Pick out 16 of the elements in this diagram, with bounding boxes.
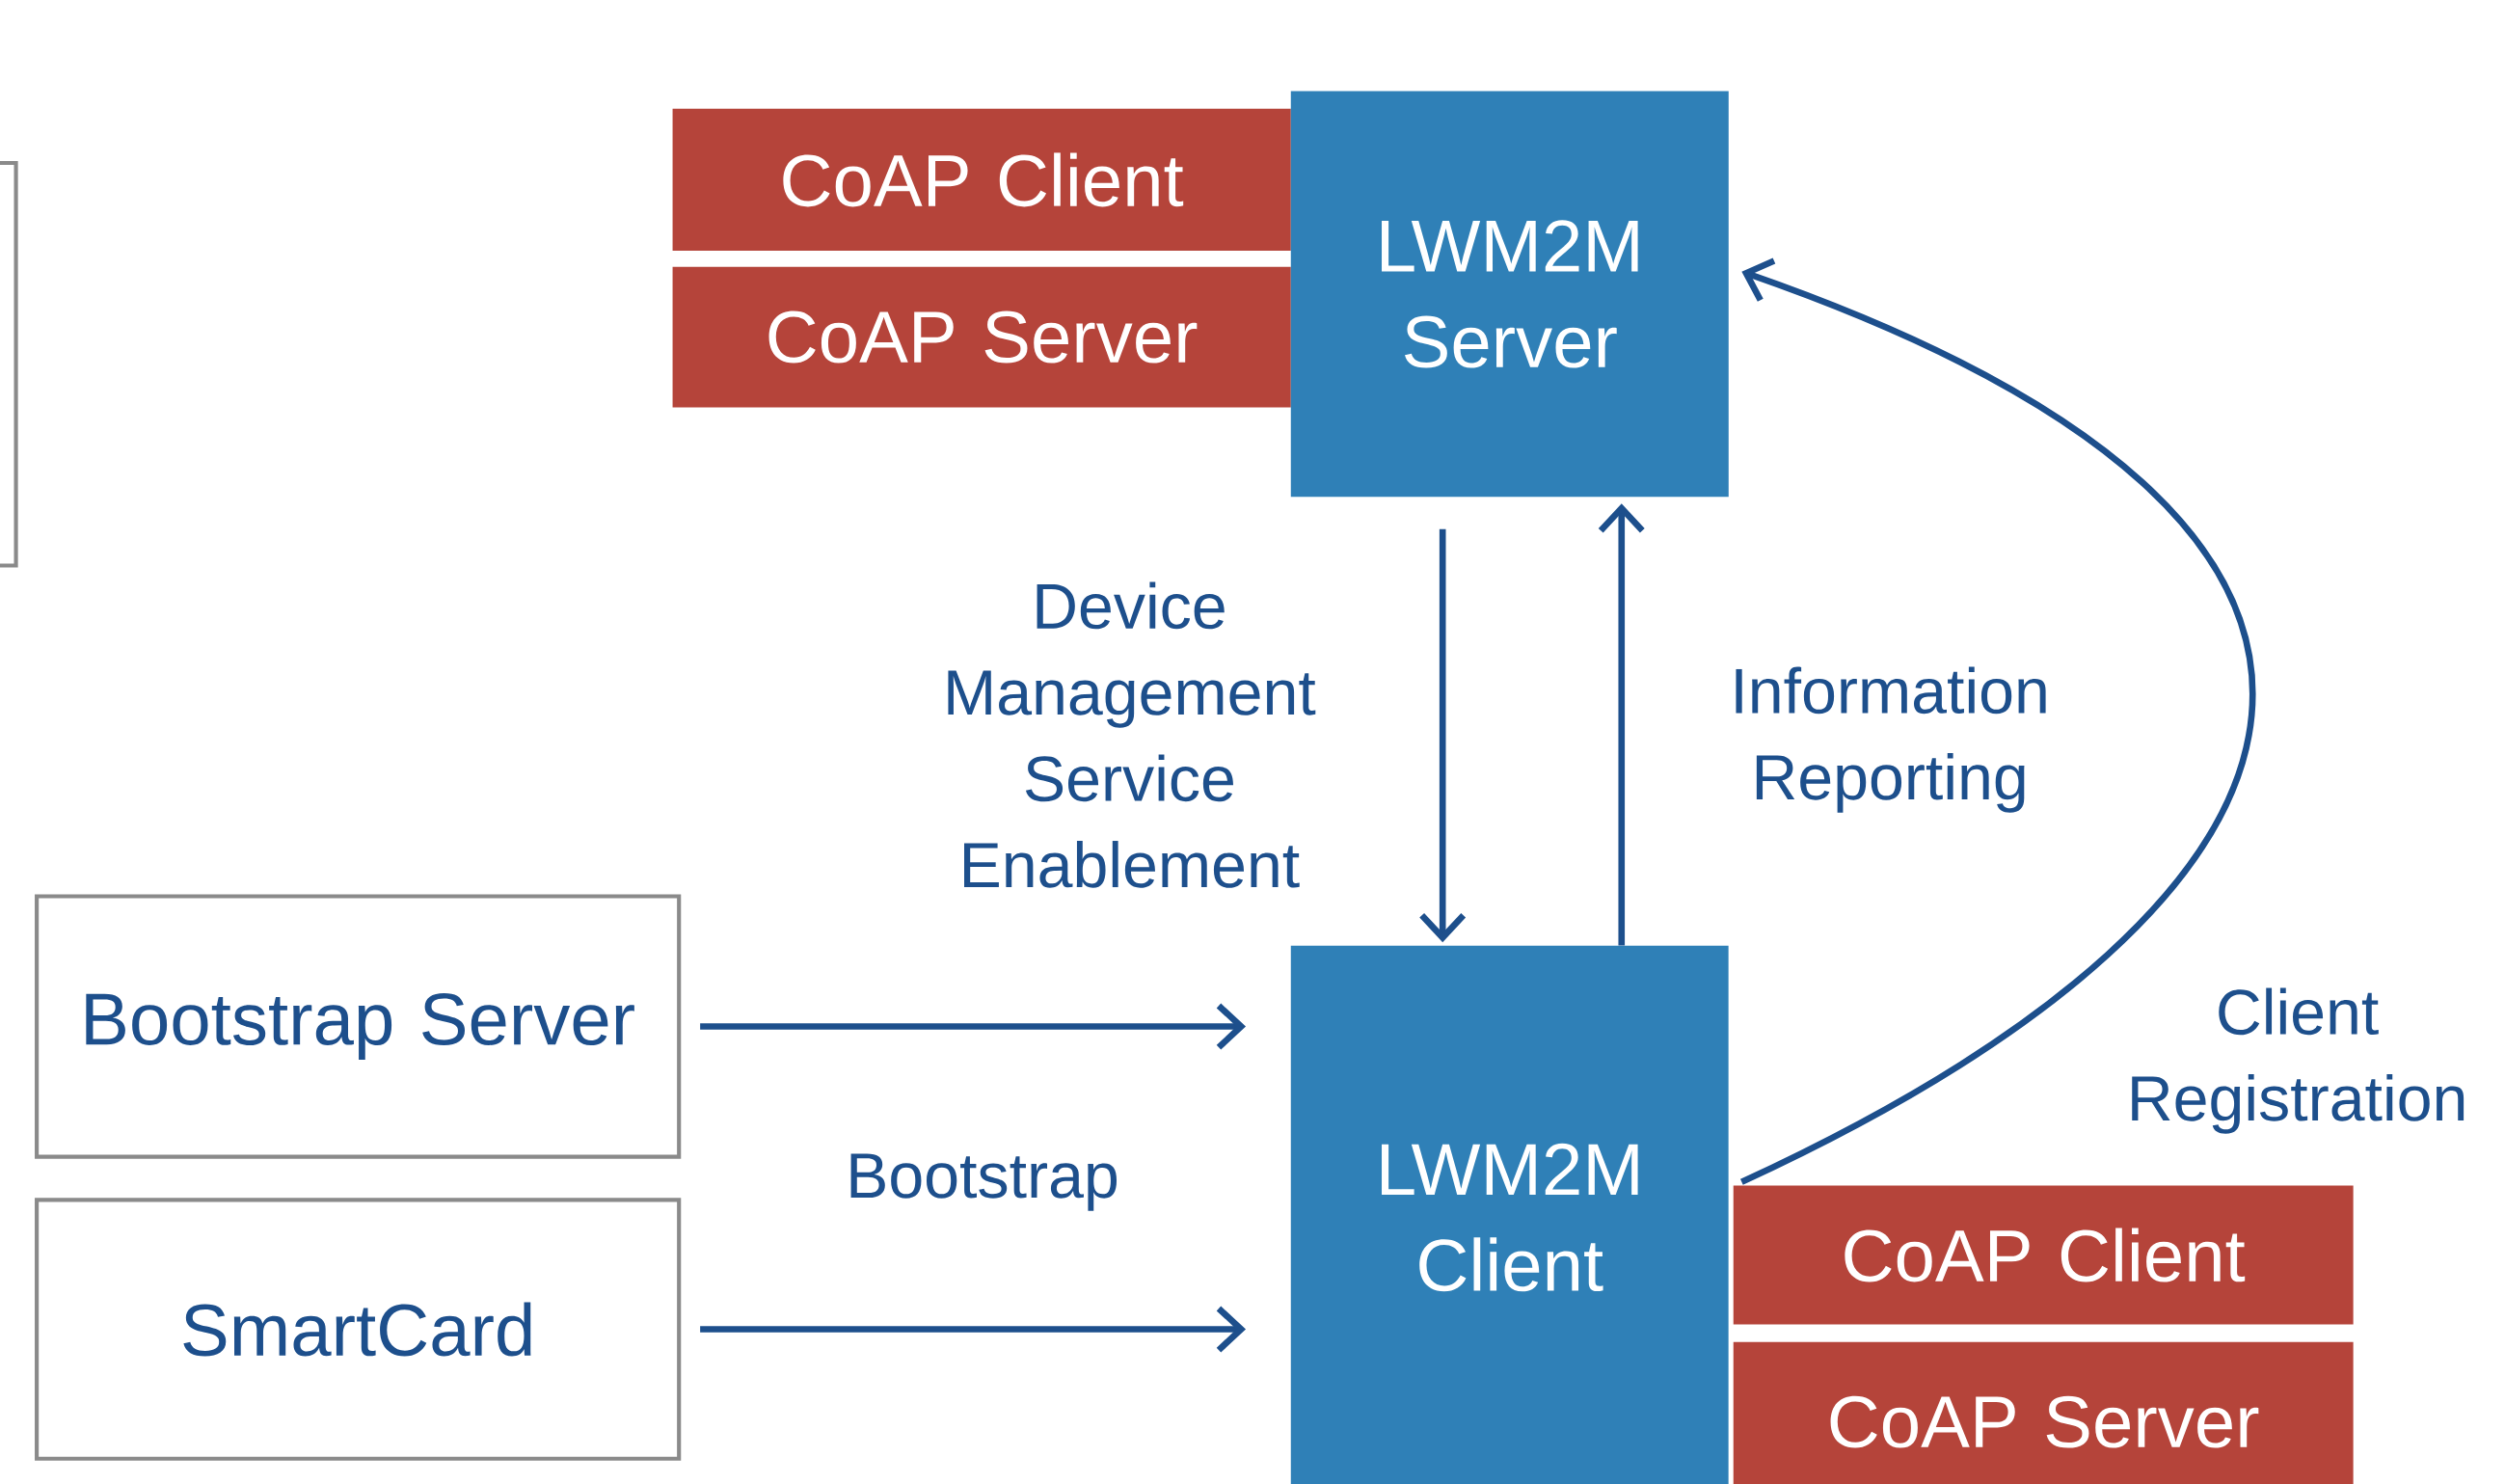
arrow xyxy=(1419,528,1467,943)
server-box: LWM2M Server xyxy=(1290,91,1729,498)
outline-box xyxy=(0,160,18,568)
protocol-box: CoAP Server xyxy=(1733,1341,2354,1484)
server-box: Bootstrap Server xyxy=(35,894,682,1159)
arrow xyxy=(1598,503,1645,946)
arrow xyxy=(1739,257,2255,1185)
client-box: LWM2M Client xyxy=(1290,945,1729,1484)
edge-label: Information Reporting xyxy=(1736,666,2046,813)
edge-label: Client Registration xyxy=(2132,987,2465,1134)
edge-label: Bootstrap xyxy=(850,1153,1118,1211)
protocol-box: CoAP Client xyxy=(1733,1185,2354,1325)
protocol-box: CoAP Server xyxy=(672,266,1291,408)
protocol-box: CoAP Client xyxy=(672,108,1291,251)
card-box: SmartCard xyxy=(35,1198,682,1461)
edge-label: Device Management Service Enablement xyxy=(948,581,1316,888)
